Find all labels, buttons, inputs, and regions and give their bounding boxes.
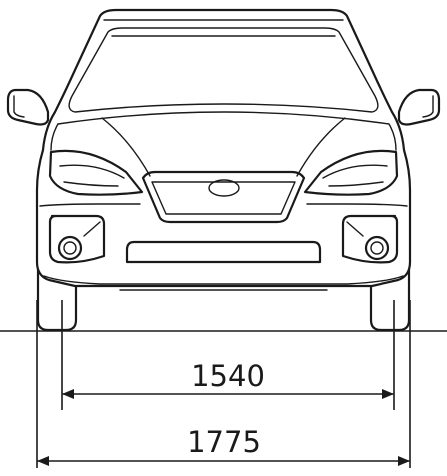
right-fog-lamp [364, 235, 390, 261]
track-dimension: 1540 [61, 300, 395, 410]
left-fog-lamp [57, 235, 83, 261]
width-label: 1775 [187, 425, 261, 459]
lower-intake [125, 240, 322, 264]
grille [141, 170, 306, 224]
width-dimension: 1775 [36, 300, 411, 468]
windshield [68, 27, 379, 113]
body-outline [35, 8, 412, 288]
width-arrow-left [37, 456, 49, 466]
track-arrow-right [382, 389, 394, 399]
brand-emblem [208, 179, 240, 197]
mirrors [6, 88, 441, 126]
track-label: 1540 [191, 359, 265, 393]
track-arrow-left [62, 389, 74, 399]
headlights [48, 149, 399, 196]
hood [57, 111, 397, 151]
width-arrow-right [398, 456, 410, 466]
fog-lights [48, 214, 399, 264]
